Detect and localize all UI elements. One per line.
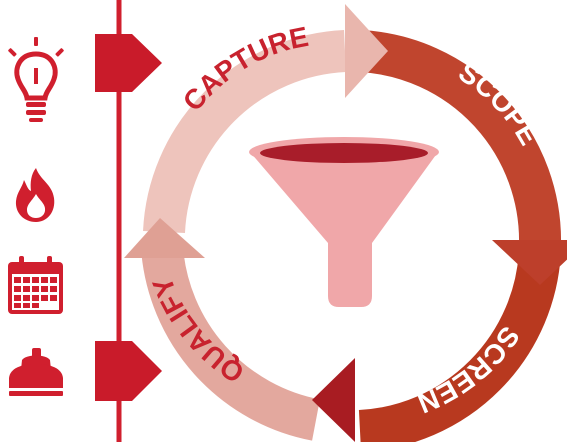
top-arrow-tab [95, 34, 162, 92]
lightbulb-icon [8, 37, 64, 122]
scope-segment [358, 30, 562, 246]
screen-arrowhead [312, 358, 355, 442]
funnel-icon [249, 137, 439, 307]
qualify-segment [141, 245, 321, 441]
calendar-icon [8, 256, 63, 314]
qualify-arrowhead [124, 218, 205, 258]
capture-segment [143, 30, 347, 234]
capture-arrowhead [345, 4, 388, 98]
screen-segment [358, 248, 561, 442]
telephone-icon [9, 348, 63, 396]
bottom-arrow-tab [95, 341, 162, 401]
scope-arrowhead [492, 240, 567, 285]
cycle-ring [124, 4, 567, 442]
fire-icon [15, 168, 55, 222]
